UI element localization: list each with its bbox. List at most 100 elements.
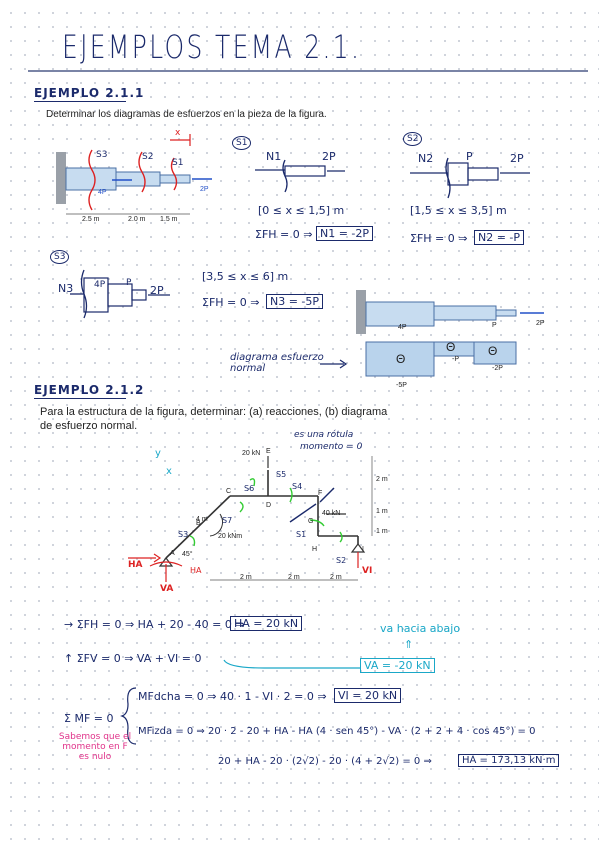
axis-x-label: x: [166, 466, 172, 477]
cut-s4-label-top: S4: [292, 482, 303, 491]
title-underline: [28, 70, 588, 72]
reaction-ha-label-2: HA: [190, 566, 202, 575]
example-2-underline: [34, 398, 126, 399]
section-s2-tag: S2: [403, 132, 423, 146]
cut-s2: [138, 151, 146, 193]
diagram-minus-p: -P: [452, 356, 459, 363]
s3-force-label: 2P: [150, 284, 164, 297]
node-d: D: [266, 502, 272, 509]
theta-3: Θ: [488, 344, 498, 358]
axial-force-diagram: [356, 290, 544, 377]
equation-mf-right: MFdcha = 0 ⇒ 40 · 1 - VI · 2 = 0 ⇒: [138, 690, 327, 703]
load-20kn: 20 kN: [242, 450, 261, 457]
s3-equation: ΣFH = 0 ⇒: [202, 296, 260, 309]
reaction-vi-label: VI: [362, 566, 373, 576]
bar-segment-2: [115, 171, 161, 187]
s2-force-label: 2P: [510, 152, 524, 165]
example-1-heading: EJEMPLO 2.1.1: [34, 86, 145, 100]
bar-segment-1: [65, 167, 117, 191]
result-ha-final: HA = 173,13 kN·m: [458, 754, 560, 767]
node-c: C: [226, 488, 232, 495]
load-40kn: 40 kN: [322, 510, 341, 517]
moment-20knm: 20 kNm: [218, 533, 243, 540]
cut-s7-label: S7: [222, 516, 233, 525]
s2-range: [1,5 ≤ x ≤ 3,5] m: [410, 204, 507, 217]
page-title: EJEMPLOS TEMA 2.1.: [62, 28, 362, 66]
axis-y-label: y: [155, 448, 161, 459]
s1-result: N1 = -2P: [316, 226, 374, 241]
fig-4p-label: 4P: [98, 189, 107, 196]
s3-n-label: N3: [58, 282, 74, 295]
s3-p-label: P: [126, 278, 132, 288]
result-vi: VI = 20 kN: [334, 688, 402, 703]
diagram-4p-label: 4P: [398, 324, 407, 331]
hinge-note: es una rótula: [294, 430, 354, 440]
dim-1-5m: 1.5 m: [160, 216, 178, 223]
equation-mf-left-simplified: 20 + HA - 20 · (2√2) - 20 · (4 + 2√2) = …: [218, 756, 432, 767]
node-g: G: [308, 518, 314, 525]
dim-2-5m: 2.5 m: [82, 216, 100, 223]
s2-result: N2 = -P: [474, 230, 525, 245]
s3-result: N3 = -5P: [266, 294, 324, 309]
s1-freebody: [255, 159, 345, 193]
node-e: E: [266, 448, 271, 455]
example-2-statement-line2: de esfuerzo normal.: [40, 420, 138, 432]
dim-1m-b: 1 m: [376, 528, 388, 535]
s2-p-label: P: [466, 150, 473, 163]
dim-2m-b: 2 m: [288, 574, 300, 581]
diagram-minus-2p: -2P: [492, 365, 503, 372]
node-i: I: [362, 546, 364, 553]
hinge-note-2: momento = 0: [300, 442, 363, 452]
theta-2: Θ: [446, 340, 456, 354]
cut-s1-label: S1: [296, 530, 307, 539]
example-1-statement: Determinar los diagramas de esfuerzos en…: [46, 109, 327, 120]
dim-2m-a: 2 m: [240, 574, 252, 581]
equation-mf-left: MFizda = 0 ⇒ 20 · 2 - 20 + HA - HA (4 · …: [138, 726, 536, 737]
diagram-minus-5p: -5P: [396, 382, 407, 389]
dim-2-0m: 2.0 m: [128, 216, 146, 223]
theta-1: Θ: [396, 352, 406, 366]
fig-s1-label: S1: [172, 158, 184, 168]
caption-arrow: [320, 359, 348, 369]
example-2-statement-line1: Para la estructura de la figura, determi…: [40, 406, 388, 418]
s1-equation: ΣFH = 0 ⇒: [255, 228, 313, 241]
fig-s3-label: S3: [96, 150, 108, 160]
diagram-2p-label: 2P: [536, 320, 545, 327]
result-ha: HA = 20 kN: [230, 616, 303, 631]
s2-equation: ΣFH = 0 ⇒: [410, 232, 468, 245]
note-goes-down: va hacia abajo: [380, 622, 461, 635]
reaction-va-label: VA: [160, 584, 174, 594]
node-f: F: [318, 490, 323, 497]
wall-support: [56, 152, 66, 204]
s2-freebody: [410, 157, 530, 199]
node-a: A: [170, 550, 175, 557]
diagram-caption: diagrama esfuerzo normal: [230, 352, 324, 374]
brace: [120, 687, 137, 745]
fig-s2-label: S2: [142, 152, 154, 162]
example-1-underline: [34, 101, 126, 102]
s2-n-label: N2: [418, 152, 434, 165]
reaction-ha-label: HA: [128, 560, 143, 570]
node-h: H: [312, 546, 318, 553]
section-s1-tag: S1: [232, 136, 252, 150]
cut-s3-label: S3: [178, 530, 189, 539]
note-arrow-up: ⇑: [404, 638, 414, 651]
cut-s3: [88, 149, 96, 211]
cut-s2-label: S2: [336, 556, 347, 565]
section-s3-tag: S3: [50, 250, 70, 264]
s1-force-label: 2P: [322, 150, 336, 163]
equation-sum-fv: ↑ ΣFV = 0 ⇒ VA + VI = 0: [64, 652, 202, 665]
s3-4p-label: 4P: [94, 280, 106, 290]
dim-2m-vertical: 2 m: [376, 476, 388, 483]
s3-range: [3,5 ≤ x ≤ 6] m: [202, 270, 289, 283]
fig-x-label: x: [175, 128, 181, 138]
cut-s5-label: S5: [276, 470, 287, 479]
node-b: B: [196, 520, 201, 527]
dim-4m: 4 m: [196, 516, 208, 523]
s1-range: [0 ≤ x ≤ 1,5] m: [258, 204, 345, 217]
sum-moments-f: Σ MF = 0: [64, 712, 114, 725]
s1-n-label: N1: [266, 150, 282, 163]
cut-s1: [170, 157, 178, 191]
cut-s6-label: S6: [244, 484, 255, 493]
